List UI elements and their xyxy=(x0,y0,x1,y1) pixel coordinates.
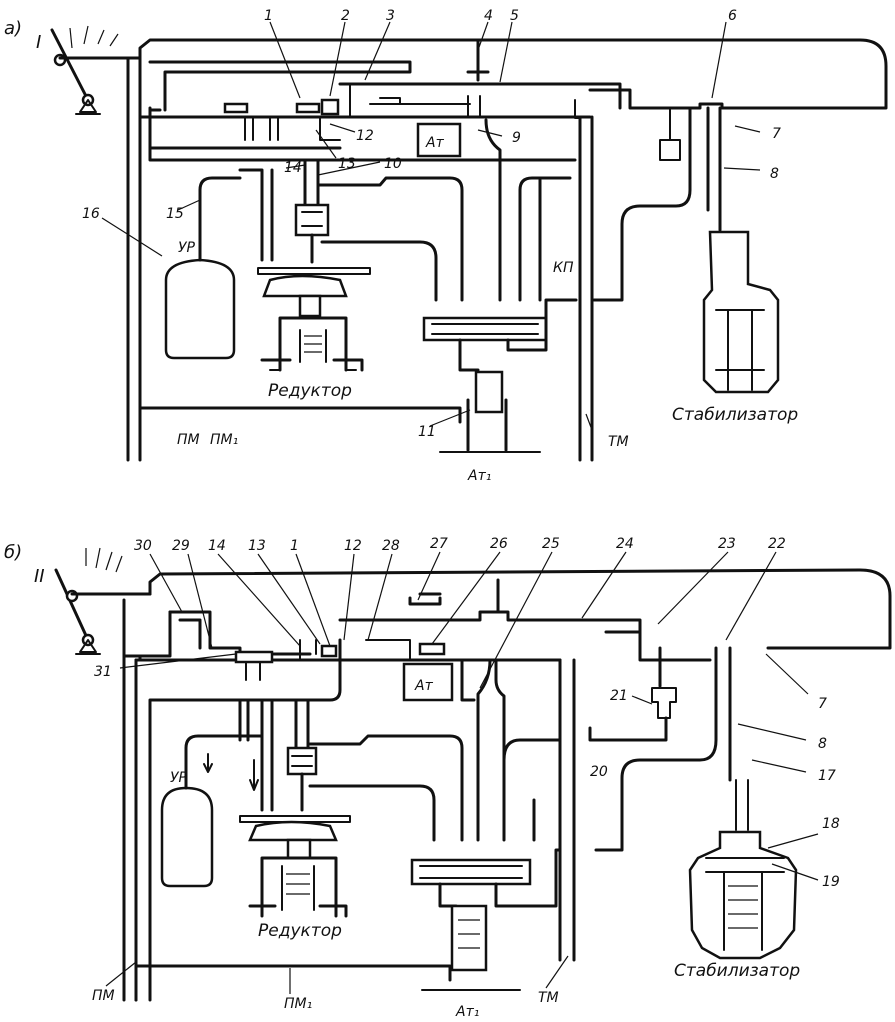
callout-b-20: 20 xyxy=(590,764,608,780)
pm-label-b: ПМ xyxy=(92,988,115,1004)
relay-valve-b: Ат₁ xyxy=(134,738,562,1020)
callout-b-14: 14 xyxy=(208,538,226,554)
callout-b-25: 25 xyxy=(542,536,560,552)
callout-b-17: 17 xyxy=(818,768,836,784)
reducer-label-a: Редуктор xyxy=(268,381,352,401)
pm1-label-b: ПМ₁ xyxy=(284,996,312,1012)
panel-label-b: б) xyxy=(4,542,22,563)
callout-a-11: 11 xyxy=(418,424,436,440)
callout-leaders-a xyxy=(101,21,761,431)
callout-b-19: 19 xyxy=(822,874,840,890)
callout-a-13: 13 xyxy=(338,156,356,172)
callout-a-7: 7 xyxy=(772,126,781,142)
callout-a-3: 3 xyxy=(386,8,395,24)
callout-b-21: 21 xyxy=(610,688,628,704)
stabilizer-a: Стабилизатор xyxy=(592,106,798,425)
callout-a-9: 9 xyxy=(512,130,521,146)
atm1-label-b: Ат₁ xyxy=(455,1004,479,1020)
relay-valve-a: КП Ат₁ xyxy=(422,118,578,484)
body-top-a xyxy=(138,38,888,110)
reservoir-a: УР xyxy=(164,176,242,360)
callout-a-6: 6 xyxy=(728,8,737,24)
diagram-a: Ат УР Редуктор xyxy=(4,8,888,484)
callout-b-18: 18 xyxy=(822,816,840,832)
tm-label-a: ТМ xyxy=(608,434,629,450)
callout-b-31: 31 xyxy=(94,664,112,680)
pilot-valve-b xyxy=(588,646,732,852)
reducer-label-b: Редуктор xyxy=(258,921,342,941)
pm-label-a: ПМ xyxy=(177,432,200,448)
handle-label-b: II xyxy=(34,566,45,587)
atm1-label-a: Ат₁ xyxy=(467,468,491,484)
callout-b-22: 22 xyxy=(768,536,786,552)
atm-label-b: Ат xyxy=(414,678,434,694)
callout-a-10: 10 xyxy=(384,156,402,172)
callout-b-12: 12 xyxy=(344,538,362,554)
callout-leaders-b xyxy=(119,551,819,881)
callout-b-28: 28 xyxy=(382,538,400,554)
callout-a-8: 8 xyxy=(770,166,779,182)
callout-a-14: 14 xyxy=(284,160,302,176)
callout-b-26: 26 xyxy=(490,536,508,552)
callout-b-23: 23 xyxy=(718,536,736,552)
panel-label-a: а) xyxy=(4,18,22,39)
stabilizer-label-b: Стабилизатор xyxy=(674,961,800,981)
callout-a-2: 2 xyxy=(341,8,350,24)
callout-a-5: 5 xyxy=(510,8,519,24)
diagram-b: Ат УР xyxy=(4,536,892,1020)
callout-a-1: 1 xyxy=(264,8,273,24)
callout-a-16: 16 xyxy=(82,206,100,222)
callout-b-13: 13 xyxy=(248,538,266,554)
reducer-a: Редуктор xyxy=(238,158,464,401)
reservoir-b: УР xyxy=(160,734,242,888)
callout-b-29: 29 xyxy=(172,538,190,554)
reservoir-label-a: УР xyxy=(178,240,196,256)
stabilizer-label-a: Стабилизатор xyxy=(672,405,798,425)
reducer-b: Редуктор xyxy=(238,698,464,941)
handle-label-a: I xyxy=(36,32,41,53)
callout-b-1: 1 xyxy=(290,538,299,554)
stabilizer-b: Стабилизатор xyxy=(674,779,800,981)
callout-a-15: 15 xyxy=(166,206,184,222)
callout-b-24: 24 xyxy=(616,536,634,552)
callout-b-27: 27 xyxy=(430,536,448,552)
callout-b-8: 8 xyxy=(818,736,827,752)
pm1-label-a: ПМ₁ xyxy=(210,432,238,448)
callout-a-4: 4 xyxy=(484,8,493,24)
relay-kp-label-a: КП xyxy=(553,260,574,276)
reservoir-label-b: УР xyxy=(170,770,188,786)
handle-b xyxy=(54,547,152,655)
callout-a-12: 12 xyxy=(356,128,374,144)
atm-label-a: Ат xyxy=(425,135,445,151)
callout-b-7: 7 xyxy=(818,696,827,712)
tm-label-b: ТМ xyxy=(538,990,559,1006)
callout-b-30: 30 xyxy=(134,538,152,554)
